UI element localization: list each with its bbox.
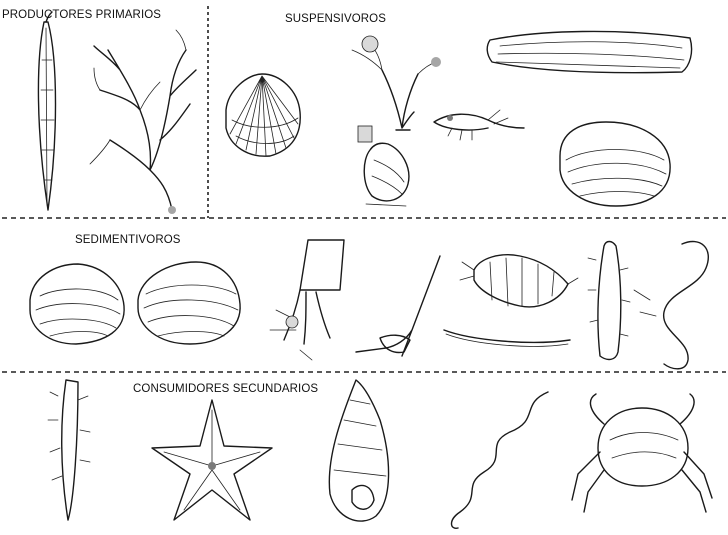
whelk-shell	[329, 380, 388, 521]
burrowing-shrimp	[356, 256, 440, 356]
shrimp	[434, 110, 524, 140]
cockle-shell	[226, 74, 300, 156]
group-label-secondary-consumers: CONSUMIDORES SECUNDARIOS	[133, 383, 318, 395]
starfish	[152, 400, 272, 520]
nematode-worm	[444, 330, 570, 346]
polychaete-worm	[634, 241, 708, 368]
tellin-clam-right	[138, 262, 240, 344]
venus-clam	[560, 122, 670, 206]
seaweed-plant	[90, 30, 196, 214]
tellin-clam-left	[30, 264, 124, 344]
hydroid-colony	[352, 36, 441, 130]
amphipod	[460, 255, 578, 307]
sea-cucumber	[588, 242, 630, 360]
group-label-primary-producers: PRODUCTORES PRIMARIOS	[2, 9, 161, 21]
barnacle-mussel	[358, 126, 409, 206]
seagrass-leaf	[38, 12, 55, 210]
razor-clam	[487, 31, 691, 72]
group-label-deposit-feeders: SEDIMENTIVOROS	[75, 234, 181, 246]
tube-worm	[270, 240, 344, 360]
ribbon-worm	[452, 392, 549, 528]
crab	[572, 394, 712, 512]
group-label-suspension-feeders: SUSPENSIVOROS	[285, 13, 386, 25]
nudibranch	[48, 380, 90, 520]
